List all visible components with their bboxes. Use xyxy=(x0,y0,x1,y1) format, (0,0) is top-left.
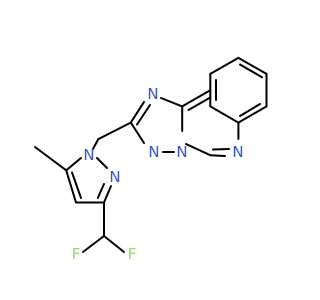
bond xyxy=(97,121,132,141)
bond xyxy=(34,146,68,172)
bond xyxy=(65,157,82,172)
nitrogen-label: N xyxy=(83,146,94,164)
nitrogen-label: N xyxy=(109,168,120,186)
bond xyxy=(71,171,82,199)
bond xyxy=(103,185,112,204)
nitrogen-label: N xyxy=(148,143,159,161)
nitrogen-label: N xyxy=(232,143,243,161)
bonds xyxy=(34,56,268,253)
atom-labels: N N N N N N F F xyxy=(72,85,244,263)
bond xyxy=(239,103,261,117)
bond xyxy=(136,104,151,126)
nitrogen-label: N xyxy=(147,85,158,103)
bond xyxy=(96,157,108,169)
nitrogen-label: N xyxy=(176,143,187,161)
bond xyxy=(103,235,125,253)
fluorine-label: F xyxy=(72,245,81,263)
bond xyxy=(82,235,105,253)
bond xyxy=(187,96,212,111)
bond xyxy=(96,183,105,199)
bond xyxy=(92,138,100,150)
molecule-structure-svg: N N N N N N F F xyxy=(34,56,268,263)
bond xyxy=(129,101,145,124)
bond xyxy=(209,154,226,157)
bond xyxy=(65,169,77,204)
molecule-diagram: N N N N N N F F xyxy=(34,56,268,263)
bond xyxy=(237,105,268,124)
bond xyxy=(239,63,263,79)
bond xyxy=(181,89,212,108)
bond xyxy=(160,97,184,108)
bond xyxy=(237,56,268,75)
bond xyxy=(129,121,145,144)
fluorine-label: F xyxy=(128,245,137,263)
bond xyxy=(212,148,230,151)
bond xyxy=(185,143,212,157)
bond xyxy=(209,105,240,124)
bond xyxy=(209,56,240,75)
